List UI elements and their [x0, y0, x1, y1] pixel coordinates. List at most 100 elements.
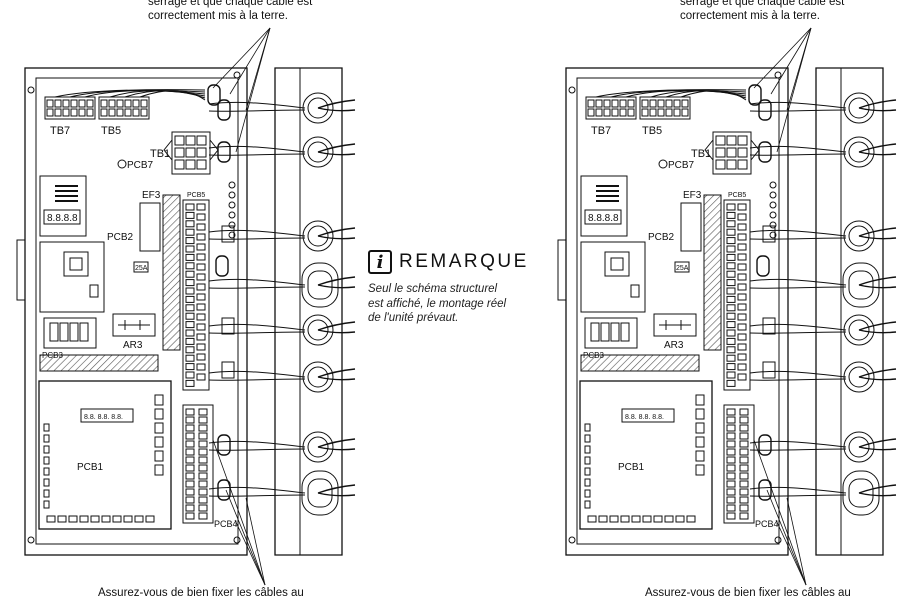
terminal: [627, 99, 635, 108]
tb7-label: TB7: [591, 125, 611, 137]
terminal: [737, 343, 747, 351]
terminal: [185, 159, 196, 170]
cable: [858, 321, 897, 331]
cable-bundle: [208, 153, 306, 156]
pointer-line: [786, 497, 807, 586]
terminal: [198, 504, 208, 512]
terminal: [715, 159, 726, 170]
pointer-line: [775, 519, 807, 586]
pcb7-label: PCB7: [668, 160, 695, 171]
led: [769, 211, 777, 219]
cable-bundle: [749, 101, 847, 109]
terminal: [198, 512, 208, 520]
terminal: [78, 99, 86, 108]
pcb4-label: PCB4: [214, 519, 238, 529]
connector: [584, 434, 591, 443]
tb1-block: [171, 131, 211, 175]
cable-gland-inner: [848, 97, 870, 119]
cable: [317, 143, 356, 153]
terminal: [739, 480, 749, 488]
cable-gland-inner: [307, 366, 329, 388]
terminal: [185, 354, 195, 362]
remark-title: REMARQUE: [399, 251, 529, 272]
terminal: [196, 243, 206, 251]
tb5-block: [98, 96, 150, 120]
terminal: [185, 253, 195, 261]
ar3-circuit: [659, 320, 691, 330]
terminal: [185, 304, 195, 312]
pcb7-board: [580, 175, 628, 237]
terminal: [737, 147, 748, 158]
component: [630, 284, 640, 298]
cable: [858, 99, 897, 109]
cable: [858, 438, 897, 448]
cable-bundle: [749, 145, 847, 153]
top-note-line-2: correctement mis à la terre.: [148, 10, 288, 22]
terminal: [739, 448, 749, 456]
terminal: [737, 333, 747, 341]
cabinet-inner: [576, 77, 780, 545]
cable: [317, 484, 356, 494]
cable-gland-inner: [307, 478, 333, 508]
connector: [79, 515, 89, 523]
cable-bundle: [749, 370, 847, 378]
led: [228, 211, 236, 219]
cable: [858, 276, 897, 286]
connector: [584, 500, 591, 509]
terminal: [726, 329, 736, 337]
terminal: [196, 323, 206, 331]
terminal: [737, 263, 747, 271]
terminal: [739, 504, 749, 512]
transformer: [604, 251, 630, 277]
cable-bundle: [749, 378, 847, 381]
terminal: [739, 464, 749, 472]
terminal: [726, 135, 737, 146]
connector: [584, 423, 591, 432]
terminal: [611, 99, 619, 108]
pcb5-label: PCB5: [728, 192, 746, 199]
cable-bundle: [208, 486, 306, 494]
led: [228, 221, 236, 229]
cable: [317, 151, 356, 156]
terminal: [737, 283, 747, 291]
cable-bundle: [208, 370, 306, 378]
screw: [233, 536, 241, 544]
terminal: [185, 135, 196, 146]
terminal: [726, 337, 736, 345]
bottom-note-left: Assurez-vous de bien fixer les câbles au: [98, 587, 304, 599]
terminal: [595, 108, 603, 117]
seven-seg-display: 8.8.8.8: [47, 213, 78, 224]
terminal: [726, 245, 736, 253]
pcb2-board: [39, 241, 105, 313]
relay-cube: [610, 322, 620, 342]
connector: [43, 456, 50, 465]
terminal: [196, 135, 207, 146]
component: [89, 284, 99, 298]
terminal: [726, 371, 736, 379]
cable: [858, 143, 897, 153]
connector: [57, 515, 67, 523]
terminal: [726, 488, 736, 496]
terminal: [739, 416, 749, 424]
terminal: [196, 363, 206, 371]
cable-bundle: [749, 278, 847, 286]
terminal: [726, 416, 736, 424]
remark-header: i REMARQUE: [368, 250, 558, 274]
relay: [762, 317, 776, 335]
pcb3-board: [584, 317, 638, 349]
terminal: [196, 213, 206, 221]
connector: [112, 515, 122, 523]
pcb1-display-digits: 8.8. 8.8. 8.8.: [625, 414, 664, 421]
wire: [595, 89, 747, 98]
terminal: [86, 108, 94, 117]
terminal: [198, 416, 208, 424]
cable-bundle: [749, 109, 847, 112]
led: [769, 181, 777, 189]
relay-cube: [79, 322, 89, 342]
cable: [317, 284, 356, 289]
terminal: [657, 99, 665, 108]
cable-gland-inner: [848, 366, 870, 388]
relay-cube: [59, 322, 69, 342]
